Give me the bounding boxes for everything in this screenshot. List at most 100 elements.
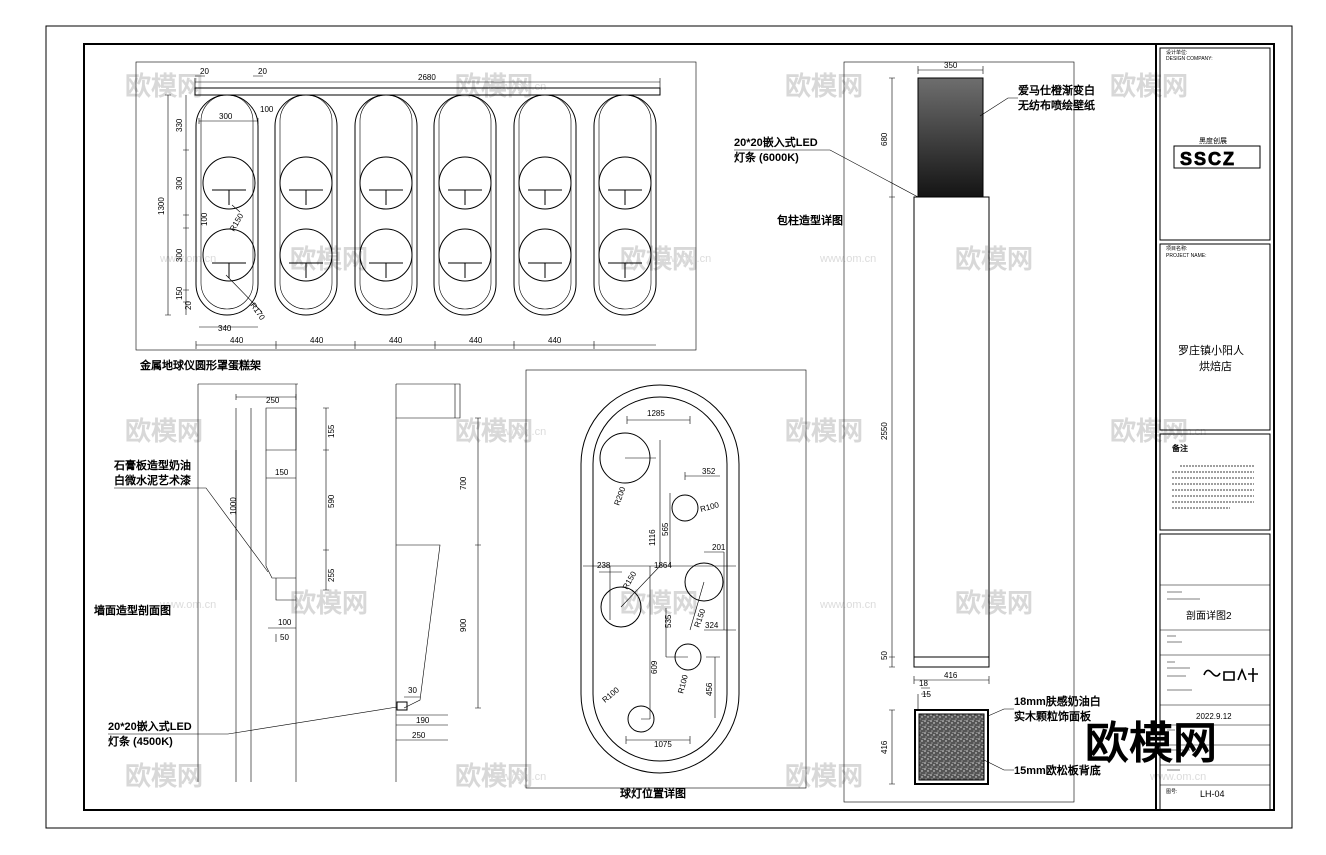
watermark-text: 欧模网 <box>290 244 368 274</box>
dim-label: 1075 <box>654 740 672 749</box>
dim-label: 456 <box>705 682 714 696</box>
watermark-text: 欧模网 <box>955 244 1033 274</box>
ball-light <box>671 494 699 522</box>
rack-pod <box>513 94 577 316</box>
watermark-url: www.om.cn <box>159 599 216 611</box>
rack-pod <box>433 94 497 316</box>
watermark-url: www.om.cn <box>654 253 711 265</box>
watermark-text: 欧模网 <box>290 588 368 618</box>
dim-label: 1300 <box>157 197 166 215</box>
dim-label: 609 <box>650 660 659 674</box>
watermark-text: 欧模网 <box>620 244 698 274</box>
dim-label: 340 <box>218 324 232 333</box>
rack-top-bar <box>194 87 661 96</box>
callout-text: 灯条 (6000K) <box>734 150 799 164</box>
ball-light <box>627 705 655 733</box>
column-view: 350 680 2550 50 416 18 15 416 爱马仕橙渐变白 无纺… <box>734 61 1101 803</box>
watermark-url: www.om.cn <box>159 253 216 265</box>
dim-label: 250 <box>412 731 426 740</box>
dim-label: 416 <box>880 740 889 754</box>
watermark-url: www.om.cn <box>819 253 876 265</box>
dim-label: 50 <box>280 633 289 642</box>
watermark-text: 欧模网 <box>955 588 1033 618</box>
dim-label: 150 <box>275 468 289 477</box>
dim-label: 1000 <box>229 497 238 515</box>
callout-text: 实木颗粒饰面板 <box>1014 709 1092 723</box>
dim-label: 324 <box>705 621 719 630</box>
dim-label: 155 <box>327 424 336 438</box>
project-name: 罗庄镇小阳人 <box>1178 343 1244 357</box>
outer-capsule <box>580 384 740 774</box>
dim-label: 20 <box>200 67 209 76</box>
dim-label: 2550 <box>880 422 889 440</box>
dim-label: 350 <box>944 61 958 70</box>
dim-label: 255 <box>327 568 336 582</box>
dim-label: 15 <box>922 690 931 699</box>
drawing-no-label: 图号: <box>1166 789 1177 795</box>
dim-label: 330 <box>175 118 184 132</box>
rack-pod <box>593 94 657 316</box>
wall-lines <box>197 383 397 782</box>
view-caption: 金属地球仪圆形罩蛋糕架 <box>139 358 261 372</box>
view-frame <box>135 61 697 351</box>
leader-line <box>108 706 398 735</box>
dim-label: 100 <box>200 212 209 226</box>
callout-text: 石膏板造型奶油 <box>113 458 191 472</box>
dim-label: 440 <box>548 336 562 345</box>
wall-section-view: 250 155 150 1000 590 255 100 50 700 900 … <box>94 383 481 782</box>
dim-label: 238 <box>597 561 611 570</box>
dim-label: 440 <box>469 336 483 345</box>
dim-label: 1864 <box>654 561 672 570</box>
remarks-label: 备注 <box>1171 443 1188 453</box>
signature-mark <box>1203 667 1258 682</box>
view-caption: 球灯位置详图 <box>620 786 686 800</box>
dim-label: 440 <box>389 336 403 345</box>
ball-light-view: 1285 R200 352 R100 1116 565 201 238 1864… <box>525 369 807 800</box>
watermark-text: 欧模网 <box>620 588 698 618</box>
rack-pods <box>195 94 657 316</box>
watermark-url: www.om.cn <box>489 771 546 783</box>
dim-label: 20 <box>258 67 267 76</box>
dim-label: 1116 <box>648 529 657 546</box>
dim-label: 50 <box>880 651 889 660</box>
project-label: 项目名称: <box>1166 245 1187 252</box>
watermark-text: 欧模网 <box>1110 416 1188 446</box>
dim-label: 100 <box>278 618 292 627</box>
dim-label: 680 <box>880 132 889 146</box>
column-section-box <box>914 709 989 785</box>
leader-line <box>114 487 269 573</box>
callout-text: 灯条 (4500K) <box>108 734 173 748</box>
company-logo-box <box>1173 145 1261 169</box>
watermark-text: 欧模网 <box>785 416 863 446</box>
watermark-layer: 欧模网 欧模网 欧模网 欧模网 欧模网 欧模网 欧模网 欧模网 欧模网 欧模网 … <box>125 71 1217 791</box>
dim-label: 1285 <box>647 409 665 418</box>
dim-label: R100 <box>699 500 720 514</box>
view-frame <box>525 369 807 789</box>
callout-text: 白微水泥艺术漆 <box>114 473 191 487</box>
design-company-label: 设计单位: <box>1166 49 1187 56</box>
callout-text: 20*20嵌入式LED <box>734 135 818 149</box>
drawing-date: 2022.9.12 <box>1196 712 1232 721</box>
dim-label: 190 <box>416 716 430 725</box>
callout-text: 18mm肤感奶油白 <box>1014 694 1101 708</box>
osb-core <box>918 713 985 781</box>
rack-pod <box>354 94 418 316</box>
rack-pod <box>274 94 338 316</box>
dim-label: 150 <box>175 286 184 300</box>
rack-dimensions <box>165 75 661 349</box>
callout-text: 15mm欧松板背底 <box>1014 763 1101 777</box>
dim-label: 300 <box>175 248 184 262</box>
watermark-url: www.om.cn <box>819 599 876 611</box>
watermark-text: 欧模网 <box>455 761 533 791</box>
watermark-text: 欧模网 <box>785 71 863 101</box>
dim-label: 416 <box>944 671 958 680</box>
dim-label: R200 <box>612 485 627 507</box>
ball-light <box>684 562 724 602</box>
callout-text: 爱马仕橙渐变白 <box>1018 83 1095 97</box>
outer-border <box>45 25 1293 829</box>
project-name: 烘焙店 <box>1199 359 1232 373</box>
title-block: 设计单位: DESIGN COMPANY: 黑度创展 SSCZ 项目名称: PR… <box>1155 43 1275 811</box>
design-company-en: DESIGN COMPANY: <box>1166 56 1213 62</box>
watermark-text: 欧模网 <box>785 761 863 791</box>
